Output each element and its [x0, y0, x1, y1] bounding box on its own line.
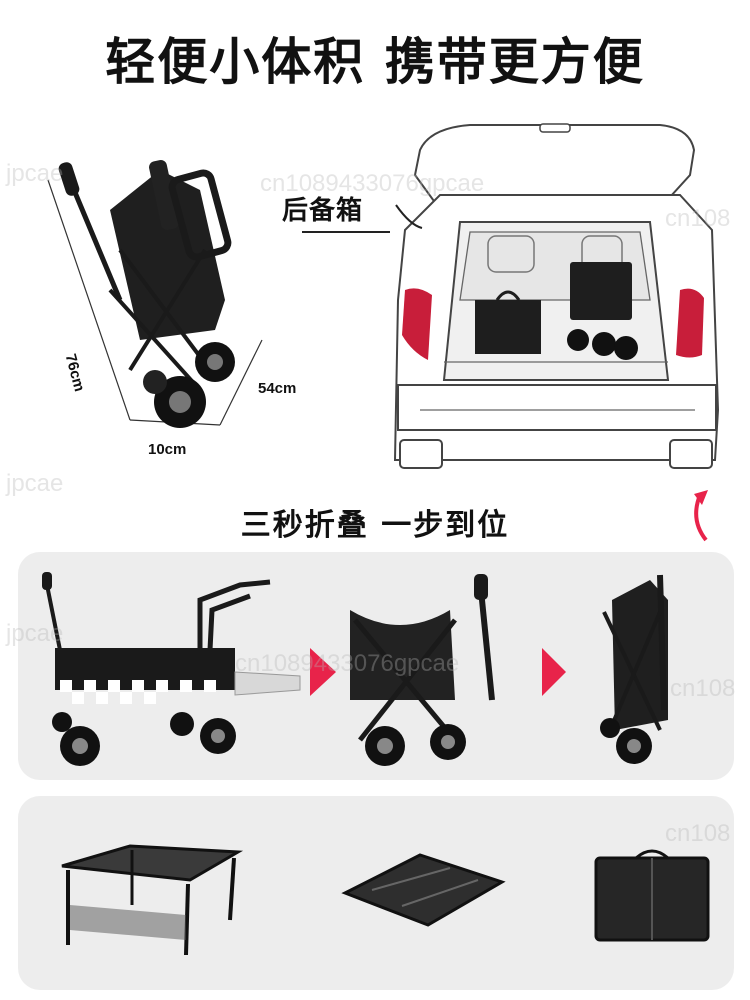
watermark: jpcae: [6, 160, 64, 187]
watermark: jpcae: [6, 470, 64, 497]
watermark: jpcae: [6, 620, 64, 647]
width-dimension-label: 10cm: [148, 441, 187, 458]
watermark: cn108: [665, 205, 731, 232]
subheadline: 三秒折叠 一步到位: [240, 508, 510, 543]
watermark: cn108: [665, 820, 731, 847]
headline: 轻便小体积 携带更方便: [105, 33, 645, 91]
watermark: cn1089433076gpcae: [260, 170, 485, 197]
trunk-label: 后备箱: [282, 196, 364, 226]
depth-dimension-label: 54cm: [258, 380, 297, 397]
watermark: cn108: [670, 675, 736, 702]
watermark: cn1089433076gpcae: [235, 650, 460, 677]
